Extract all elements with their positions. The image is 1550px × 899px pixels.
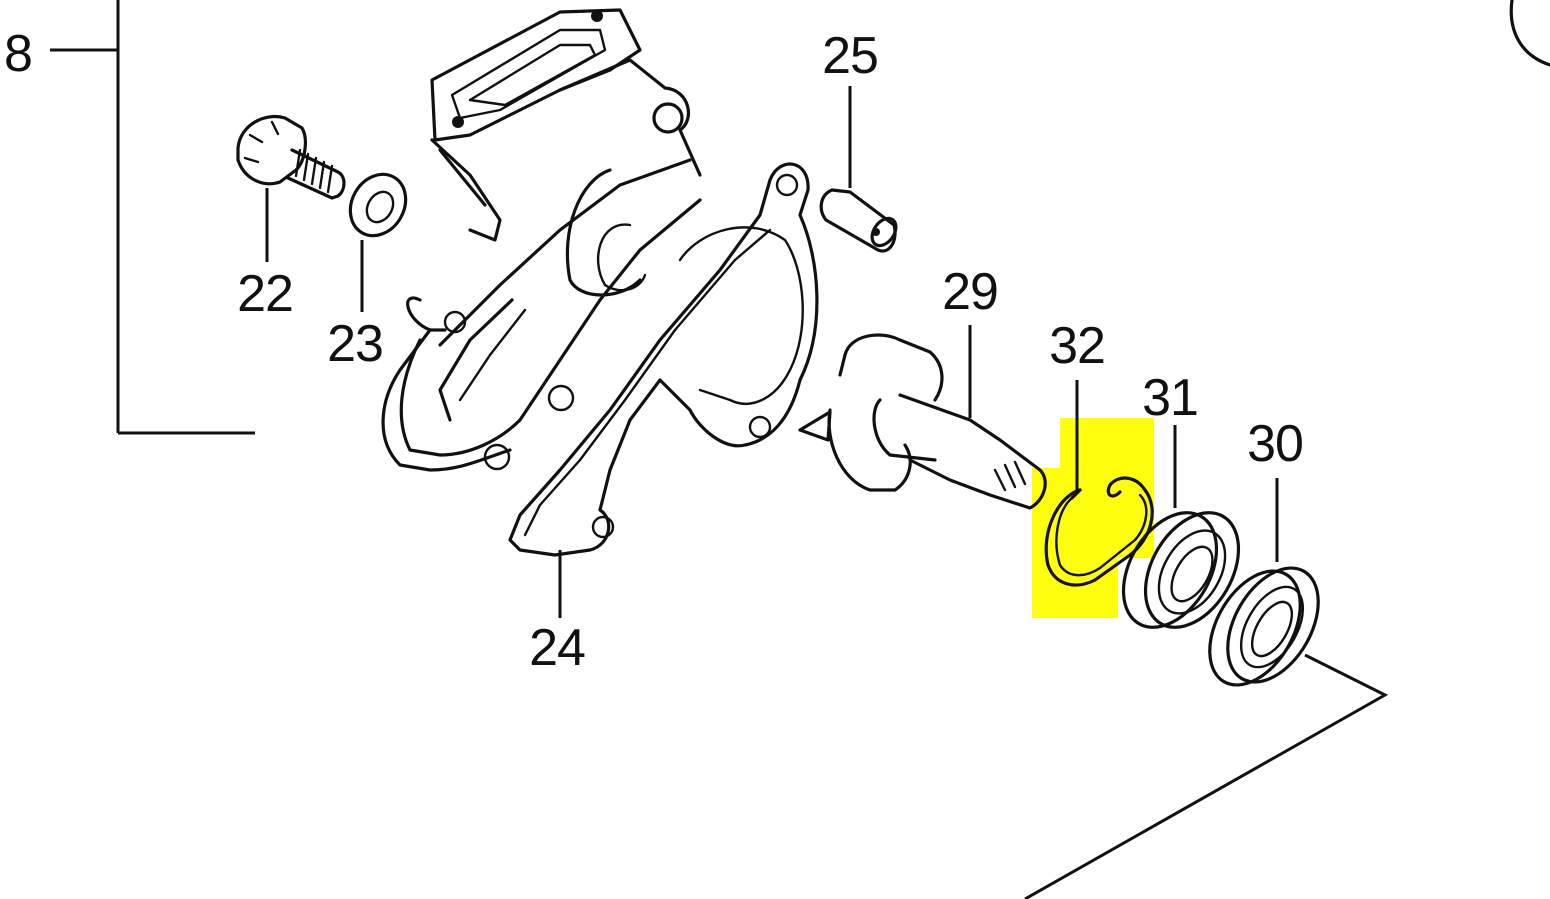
impeller-shaft-29-icon [798,325,1047,510]
callout-24: 24 [529,619,586,677]
callout-22: 22 [237,265,294,323]
dowel-pin-25-icon [819,86,898,253]
circlip-32-icon [1044,380,1154,587]
callout-8: 8 [4,25,33,83]
pump-body-icon [381,8,702,472]
bolt-22-icon [236,115,346,262]
arc-fragment-icon [1509,0,1550,67]
bearing-31-icon [1121,425,1241,629]
gasket-24-icon [508,162,819,618]
washer-23-icon [348,172,408,312]
callout-32: 32 [1049,317,1106,375]
callout-23: 23 [327,315,384,373]
callout-31: 31 [1142,369,1199,427]
oil-seal-30-icon [1024,478,1389,899]
callout-30: 30 [1247,415,1304,473]
bracket-8 [50,0,255,435]
callout-29: 29 [942,263,999,321]
callout-25: 25 [822,27,879,85]
